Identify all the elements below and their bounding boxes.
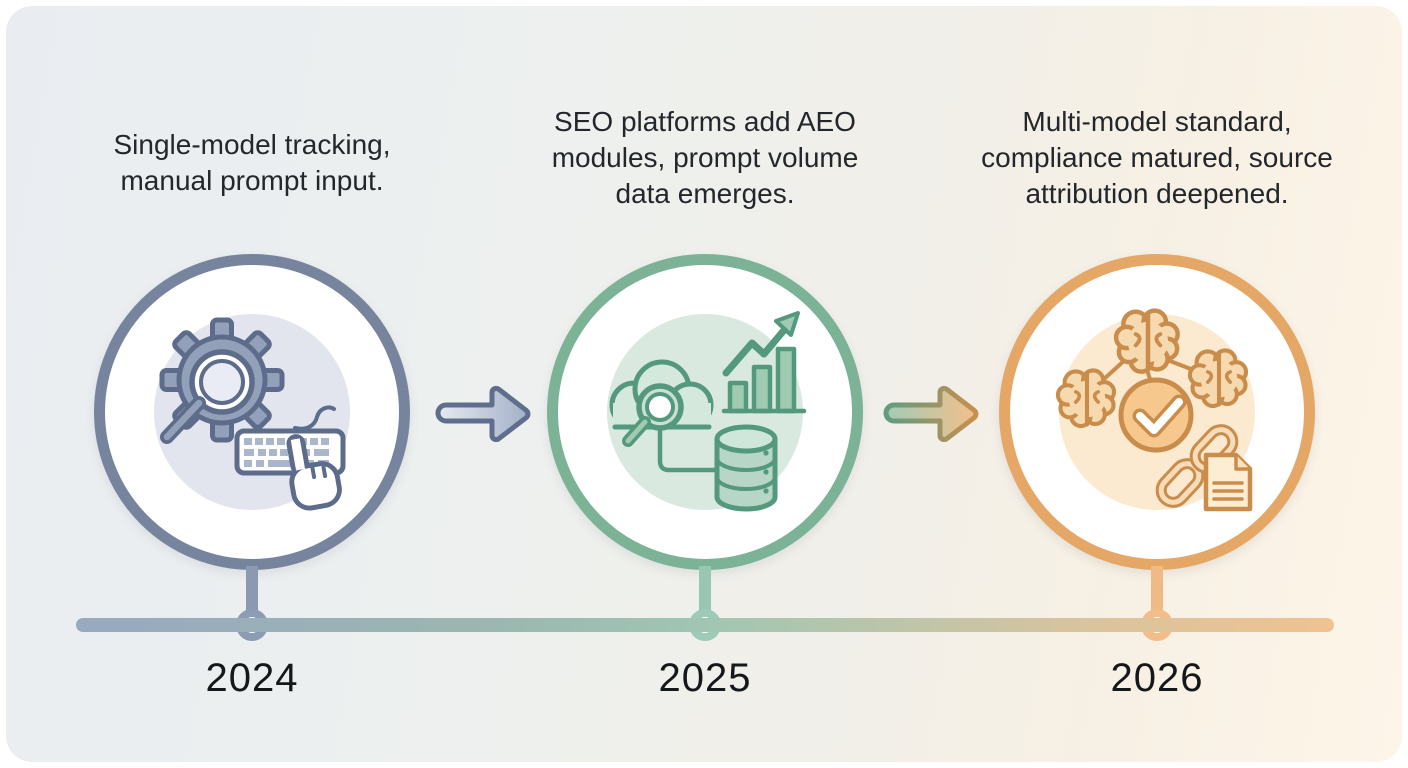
milestone-2024-circle — [94, 254, 410, 570]
description-line: data emerges. — [615, 178, 795, 209]
arrow-2025-to-2026-icon — [883, 385, 979, 442]
gear-search-keyboard-icon — [159, 317, 346, 511]
description-line: Single-model tracking, — [113, 129, 391, 160]
arrow-2024-to-2025-icon — [435, 385, 531, 442]
milestone-2025: SEO platforms add AEO modules, prompt vo… — [495, 6, 915, 762]
timeline-bar — [76, 618, 1334, 632]
milestone-2024-description: Single-model tracking, manual prompt inp… — [42, 127, 462, 199]
description-line: attribution deepened. — [1025, 178, 1289, 209]
timeline-connector — [1151, 566, 1163, 618]
description-line: compliance matured, source — [981, 142, 1333, 173]
description-line: Multi-model standard, — [1022, 106, 1292, 137]
timeline-connector — [699, 566, 711, 618]
year-label: 2024 — [205, 656, 299, 700]
timeline-connector — [246, 566, 258, 618]
milestone-2025-circle — [547, 254, 863, 570]
description-line: manual prompt input. — [120, 165, 384, 196]
cloud-search-chart-database-icon — [609, 311, 807, 512]
description-line: modules, prompt volume — [551, 142, 859, 173]
milestone-2026-circle — [999, 254, 1315, 570]
milestone-2026-description: Multi-model standard, compliance matured… — [947, 104, 1367, 212]
milestone-2024: Single-model tracking, manual prompt inp… — [42, 6, 462, 762]
year-label: 2025 — [658, 656, 752, 700]
milestone-2025-description: SEO platforms add AEO modules, prompt vo… — [495, 104, 915, 212]
description-line: SEO platforms add AEO — [554, 106, 856, 137]
timeline-card: Single-model tracking, manual prompt inp… — [6, 6, 1402, 762]
year-label: 2026 — [1110, 656, 1204, 700]
milestone-2026: Multi-model standard, compliance matured… — [947, 6, 1367, 762]
brains-check-link-document-icon — [1042, 297, 1253, 512]
